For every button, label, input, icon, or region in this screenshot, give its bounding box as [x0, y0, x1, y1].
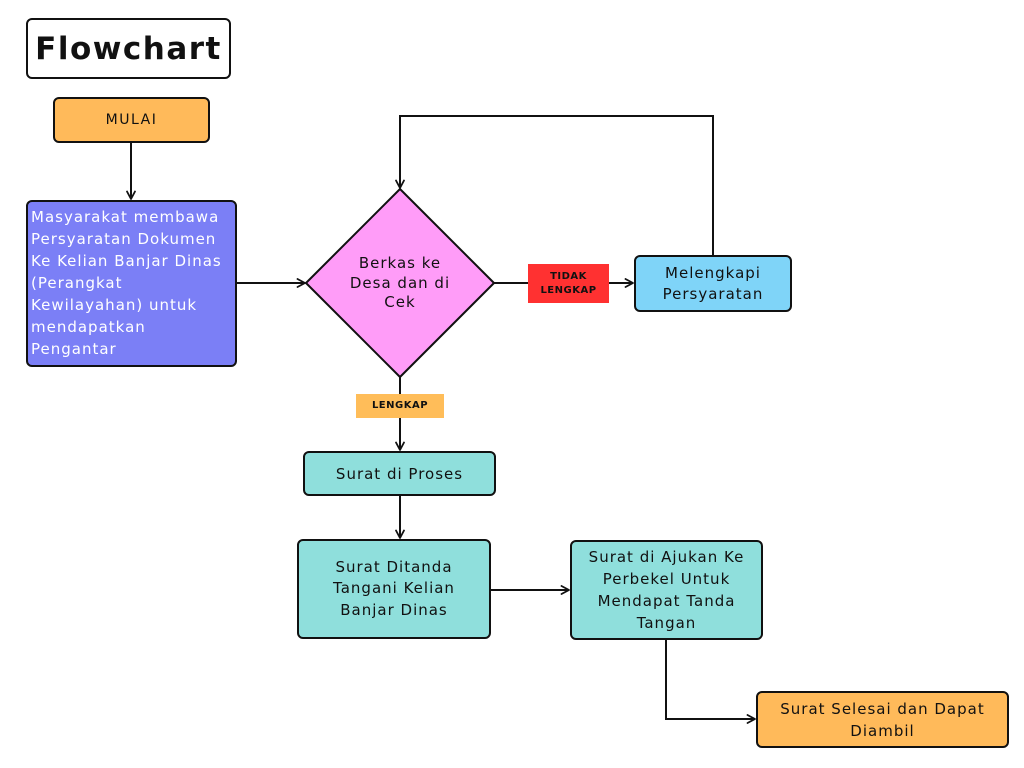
title-box: Flowchart [26, 18, 231, 79]
decision-label-line: Cek [384, 293, 416, 311]
node-finish: Surat Selesai dan Dapat Diambil [756, 691, 1009, 748]
decision-label: Berkas ke Desa dan di Cek [336, 254, 464, 313]
node-input-line: mendapatkan [31, 318, 146, 336]
node-input-line: Ke Kelian Banjar Dinas [31, 252, 222, 270]
node-letter-processed: Surat di Proses [303, 451, 496, 496]
node-input-line: Pengantar [31, 340, 117, 358]
arrow-retry-loop-to-decision [395, 115, 714, 255]
edge-label-complete-text: LENGKAP [371, 400, 429, 411]
node-input-line: Persyaratan Dokumen [31, 230, 217, 248]
decision-diamond [305, 188, 495, 378]
decision-label-line: Desa dan di [349, 273, 451, 292]
node-start: MULAI [53, 97, 210, 143]
node-submit-line: Surat di Ajukan Ke [588, 548, 745, 566]
edge-label-incomplete-line: LENGKAP [540, 284, 597, 296]
node-finish-line: Surat Selesai dan Dapat [780, 699, 985, 718]
decision-label-line: Berkas ke [358, 254, 442, 272]
node-letter-signed: Surat Ditanda Tangani Kelian Banjar Dina… [297, 539, 491, 639]
node-submit-line: Tangan [636, 614, 697, 632]
node-retry-line: Melengkapi [665, 263, 761, 282]
edge-label-complete: LENGKAP [356, 394, 444, 418]
node-submit-line: Mendapat Tanda [597, 592, 736, 610]
edge-label-incomplete: TIDAK LENGKAP [528, 264, 609, 303]
node-signed-line: Banjar Dinas [340, 600, 448, 619]
node-input-line: (Perangkat [31, 274, 123, 292]
node-signed-line: Surat Ditanda [335, 557, 453, 576]
node-process-label: Surat di Proses [335, 464, 464, 483]
node-finish-line: Diambil [850, 721, 915, 740]
node-submit-line: Perbekel Untuk [602, 570, 731, 588]
node-letter-submitted: Surat di Ajukan Ke Perbekel Untuk Mendap… [570, 540, 763, 640]
page-title: Flowchart [35, 30, 222, 67]
node-start-label: MULAI [105, 112, 158, 128]
node-retry-line: Persyaratan [662, 284, 764, 303]
arrow-submit-to-finish [665, 640, 756, 724]
node-input-line: Masyarakat membawa [31, 208, 220, 226]
node-signed-line: Tangani Kelian [333, 579, 455, 598]
node-input-line: Kewilayahan) untuk [31, 296, 198, 314]
node-complete-requirements: Melengkapi Persyaratan [634, 255, 792, 312]
edge-label-incomplete-line: TIDAK [550, 270, 587, 282]
node-input-documents: Masyarakat membawa Persyaratan Dokumen K… [26, 200, 237, 367]
